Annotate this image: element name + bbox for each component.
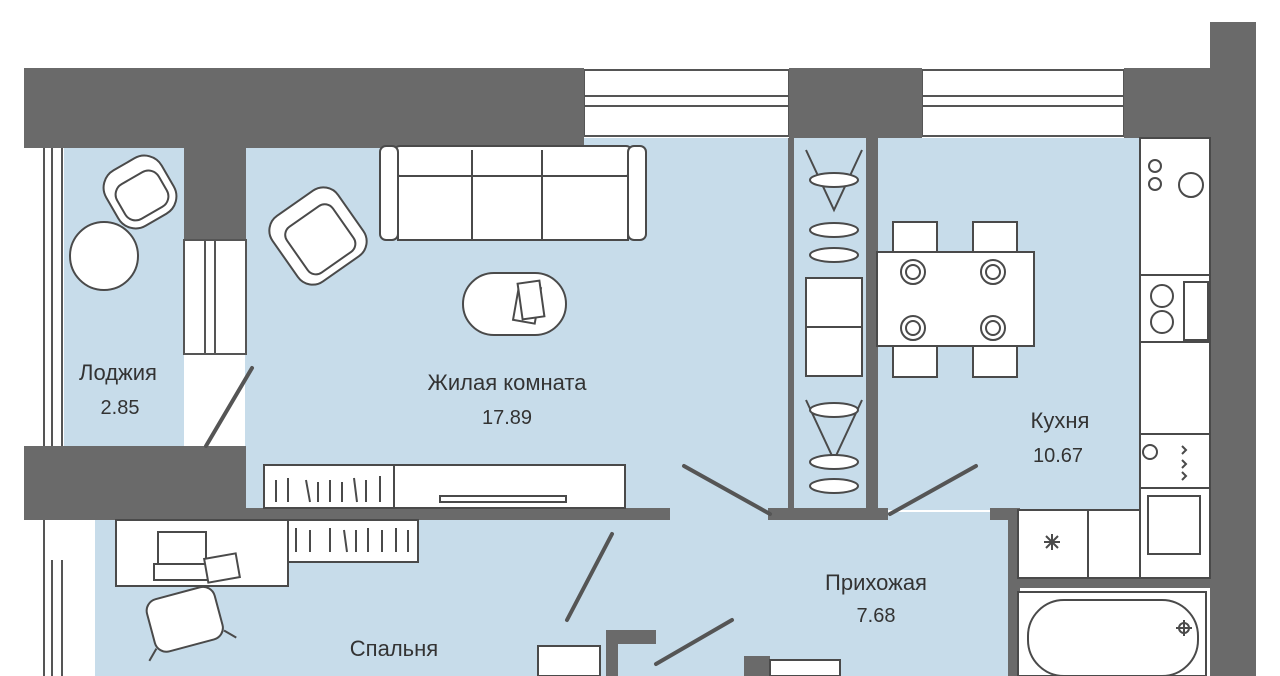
wall-left-mid (24, 446, 246, 520)
windows (583, 69, 1125, 137)
sofa (379, 145, 647, 241)
room-name-hall: Прихожая (825, 570, 927, 595)
door-closet-right (888, 464, 978, 516)
dining-set (876, 221, 1035, 378)
wall-closet-right (866, 138, 878, 510)
kitchen-counter (1017, 137, 1211, 579)
doors (204, 366, 978, 666)
walls (24, 22, 1256, 676)
closet-rack (805, 149, 863, 494)
wall-bath-top (1008, 578, 1212, 588)
desk-chair (145, 585, 237, 662)
wall-hall-stub (606, 630, 656, 644)
door-bedroom (565, 532, 614, 622)
hall-cabinet-left (537, 645, 601, 676)
loggia-chair (102, 154, 178, 230)
window-kitchen (921, 69, 1125, 137)
window-living (583, 69, 790, 137)
wall-living-bottom (246, 508, 670, 520)
room-area-hall: 7.68 (856, 605, 896, 627)
wall-top-left (24, 68, 584, 148)
door-closet-left (682, 464, 772, 516)
room-area-kitchen: 10.67 (1032, 445, 1084, 467)
room-name-kitchen: Кухня (1030, 408, 1090, 433)
bedroom-shelf (287, 519, 419, 563)
door-hall (654, 618, 734, 666)
room-area-loggia: 2.85 (100, 397, 140, 419)
hall-cabinet-right (769, 659, 841, 676)
loggia-table (69, 221, 139, 291)
wall-closet-bottom (768, 508, 888, 520)
furniture (69, 137, 1211, 676)
details (275, 445, 1192, 636)
armchair-living (268, 186, 368, 286)
wall-right-outer (1210, 22, 1256, 676)
wall-top-mid (789, 68, 922, 138)
tv-stand (263, 464, 626, 509)
room-area-living: 17.89 (481, 407, 533, 429)
room-name-living: Жилая комната (427, 370, 587, 395)
wall-hall-stub3 (744, 656, 770, 676)
desk (115, 519, 289, 587)
room-name-bedroom: Спальня (349, 636, 439, 661)
wall-closet-left (788, 138, 794, 510)
door-loggia (204, 366, 254, 448)
room-name-loggia: Лоджия (79, 360, 157, 385)
loggia-glazing (43, 148, 247, 676)
wall-loggia-pier (184, 138, 246, 240)
bathtub (1017, 591, 1207, 676)
wall-top-right (1124, 68, 1212, 138)
coffee-table (462, 272, 567, 336)
wall-hall-stub2 (606, 630, 618, 676)
